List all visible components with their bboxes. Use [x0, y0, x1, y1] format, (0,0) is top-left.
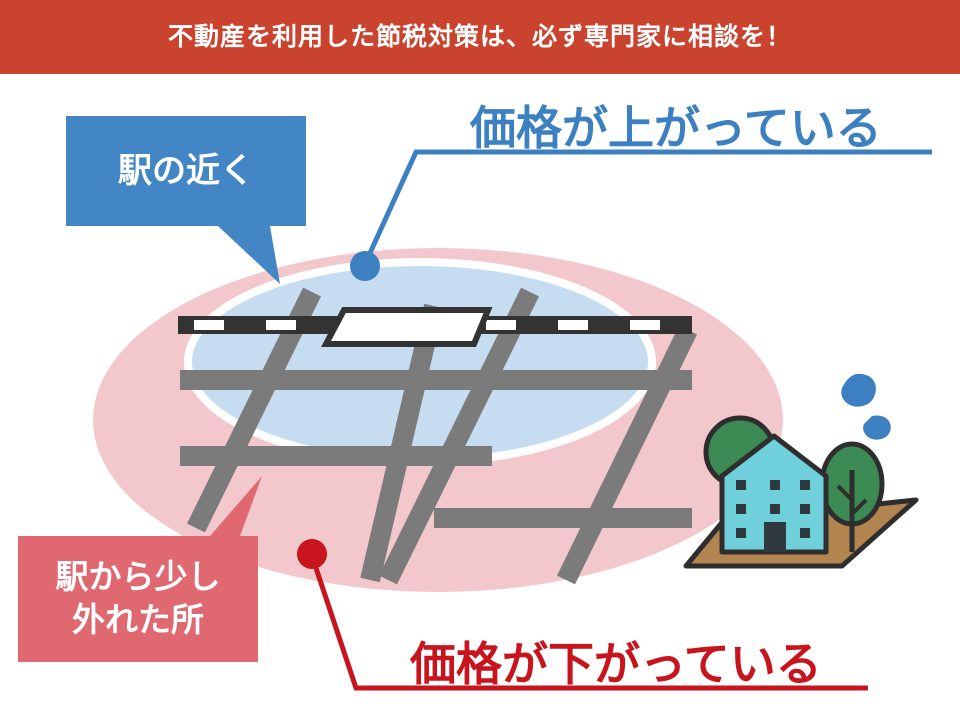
away-station-callout — [18, 476, 262, 662]
near-station-callout — [66, 116, 306, 284]
banner-title: 不動産を利用した節税対策は、必ず専門家に相談を！ — [167, 22, 792, 51]
station-building-icon — [321, 307, 493, 347]
away-station-line-1: 駅から少し — [55, 557, 221, 597]
away-station-label: 駅から少し 外れた所 — [18, 536, 258, 662]
price-down-dot — [297, 539, 327, 569]
away-station-line-2: 外れた所 — [72, 600, 204, 639]
price-down-leader — [309, 555, 868, 691]
price-up-dot — [350, 251, 380, 281]
house-icon — [683, 415, 919, 569]
near-station-label: 駅の近く — [118, 151, 254, 191]
sweat-drops-icon — [841, 373, 891, 440]
title-banner — [0, 0, 960, 74]
price-up-leader — [362, 149, 932, 266]
price-up-label: 価格が上がっている — [470, 101, 882, 155]
price-down-label: 価格が下がっている — [410, 637, 822, 691]
